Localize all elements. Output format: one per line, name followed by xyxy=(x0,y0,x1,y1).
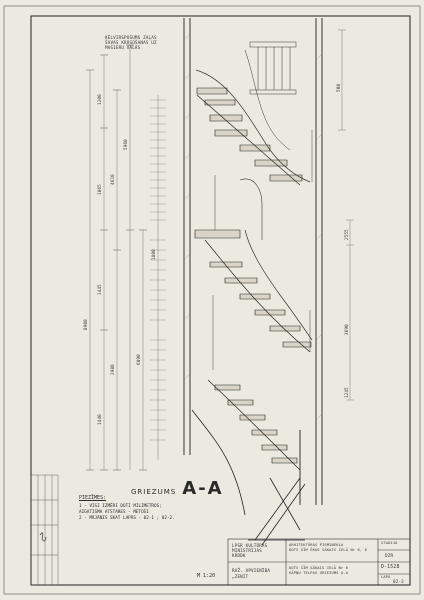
riser-ticks xyxy=(150,99,166,441)
section-title-letter: A-A xyxy=(182,478,224,499)
stair-flight-2 xyxy=(194,229,312,348)
dim-label: 5960 xyxy=(123,139,128,150)
notes-title: PIEZĪMES: xyxy=(79,495,107,501)
dim-label: 1440 xyxy=(97,414,102,425)
project-line: DOTS ŠĪM ĒKAS SĀKAIS IELĀ Nr 6, 6 xyxy=(289,548,367,552)
note-line: 2 - MĀJĀNIS SKAT LAPĀS - 02-1 ; 02-2. xyxy=(79,516,175,521)
signed-line: RAŽ. APVIENĪBA xyxy=(232,568,271,573)
right-dimension-lines xyxy=(338,29,354,401)
title-block xyxy=(227,538,411,586)
callout-line-1: ĶĒLVIRSPOŠUMS ZAĻAS xyxy=(105,35,157,40)
wall-hatch xyxy=(183,33,323,421)
stage-value: DZR xyxy=(385,553,394,558)
walls xyxy=(183,18,323,505)
stair-stringer-3 xyxy=(207,379,301,471)
dim-label: 1445 xyxy=(97,284,102,295)
stage-label: STADIJA xyxy=(381,541,398,545)
dim-label: 1800 xyxy=(151,249,156,260)
stair-stringer-2 xyxy=(204,239,311,353)
org-line: KRDDK xyxy=(232,553,246,558)
dim-label: 1865 xyxy=(97,184,102,195)
dim-label: 4610 xyxy=(110,174,115,185)
handrail-1 xyxy=(195,69,311,183)
stair-flight-3 xyxy=(214,384,298,464)
org-line: LPSR KULTŪRAS xyxy=(232,543,268,548)
stair-stringer-1 xyxy=(196,94,301,186)
outer-frame xyxy=(3,5,421,595)
handrail-2 xyxy=(244,229,313,341)
dim-label: 2555 xyxy=(344,229,349,240)
sheet-value: 02-3 xyxy=(393,579,404,584)
callout-line-3: MASIERU VĀLĀS xyxy=(105,45,141,50)
sheet-desc-line: KĀPŅU TELPAS GRIEZUMS A-A xyxy=(289,571,349,575)
left-dimension-lines xyxy=(86,44,159,471)
section-title-prefix: GRIEZUMS xyxy=(131,488,177,496)
dim-label: 6890 xyxy=(136,354,141,365)
project-line: ARHITEKTŪRAS PIEMINEKĻA xyxy=(289,543,344,547)
newel-2 xyxy=(239,178,263,240)
dim-label: 3690 xyxy=(344,324,349,335)
upper-balustrade xyxy=(244,41,297,151)
scale-label: M 1:20 xyxy=(197,573,216,579)
sheet-desc-line: DOTS ŠĪM SĀKAIS IELĀ Nr 6 xyxy=(289,566,349,570)
signed-line: „ZENIT xyxy=(232,574,249,579)
dim-label: 1245 xyxy=(344,387,349,398)
org-line: MINISTRIJAS xyxy=(232,548,262,553)
curved-soffit xyxy=(191,409,246,516)
dim-label: 500 xyxy=(336,83,341,92)
drawing-frame xyxy=(30,15,411,586)
vertical-posts xyxy=(212,130,313,370)
note-line: AIGATISMA ATSTARES - METOŠI xyxy=(79,510,149,515)
side-stamp xyxy=(30,474,59,586)
note-line: 1 - VISI IZMĒRI DOTI MILIMETROS; xyxy=(79,504,162,509)
sheet-label: LAPA xyxy=(381,575,391,579)
section-title: GRIEZUMS A-A xyxy=(131,478,224,499)
callout-line-2: SAVAS KRĀSOŠANAS UZ xyxy=(105,40,157,45)
dim-label: 2980 xyxy=(110,364,115,375)
archive-number: D-1528 xyxy=(381,565,400,570)
dim-label: 8900 xyxy=(83,319,88,330)
dim-label: 1200 xyxy=(97,94,102,105)
lower-supports xyxy=(248,477,306,546)
